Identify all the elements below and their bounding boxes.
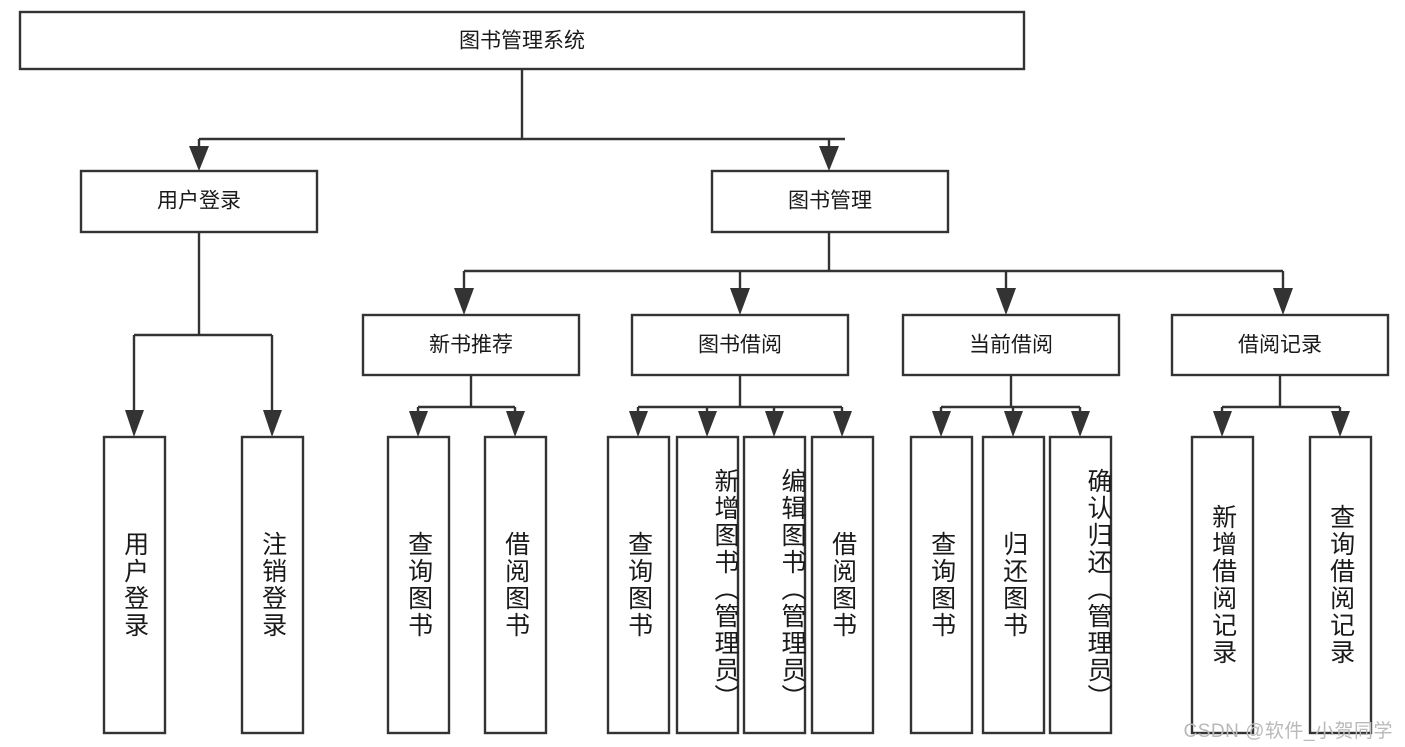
node-leaf-add-book-admin-box[interactable] [675, 435, 740, 735]
node-leaf-return-book-box[interactable] [981, 435, 1046, 735]
arrow-head-leaf-confirm-return-admin [1071, 411, 1090, 437]
connectors-root-to-level2 [189, 69, 845, 171]
node-current-borrow[interactable]: 当前借阅 [901, 313, 1121, 377]
node-new-book-recommend-label: 新书推荐 [429, 334, 513, 357]
arrow-head-leaf-borrow-book-rec [506, 411, 525, 437]
node-leaf-query-book-rec-box[interactable] [386, 435, 451, 735]
arrow-head-leaf-query-book-rec [409, 411, 428, 437]
node-borrow-record[interactable]: 借阅记录 [1170, 313, 1390, 377]
arrow-head-leaf-add-book-admin [698, 411, 717, 437]
node-leaf-add-borrow-record-box[interactable] [1190, 435, 1255, 735]
node-current-borrow-label: 当前借阅 [969, 334, 1053, 357]
connectors-book-manage-to-level3 [454, 232, 1293, 315]
arrow-head-leaf-query-book-borrow [629, 411, 648, 437]
arrow-head-leaf-user-logout [263, 410, 282, 437]
arrow-head-leaf-query-book-current [932, 411, 951, 437]
arrow-head-new-book-recommend [454, 288, 474, 315]
node-user-login-label: 用户登录 [157, 190, 241, 213]
node-user-login-box[interactable] [79, 169, 319, 234]
arrow-head-leaf-edit-book-admin [765, 411, 784, 437]
arrow-head-leaf-borrow-book [833, 411, 852, 437]
arrow-head-leaf-add-borrow-record [1213, 411, 1232, 437]
node-borrow-record-box[interactable] [1170, 313, 1390, 377]
node-leaf-confirm-return-admin-box[interactable] [1048, 435, 1113, 735]
node-book-borrow-label: 图书借阅 [698, 334, 782, 357]
node-leaf-borrow-book-rec-box[interactable] [483, 435, 548, 735]
arrow-head-leaf-user-login [125, 410, 144, 437]
connectors-borrow-record-to-leaves [1213, 375, 1350, 437]
csdn-watermark: CSDN @软件_小贺同学 [1183, 721, 1393, 742]
connectors-user-login-to-leaves [125, 232, 282, 437]
arrow-head-user-login [189, 146, 209, 171]
node-borrow-record-label: 借阅记录 [1238, 334, 1322, 357]
node-current-borrow-box[interactable] [901, 313, 1121, 377]
node-root-label: 图书管理系统 [459, 30, 585, 53]
node-root[interactable]: 图书管理系统 [18, 10, 1026, 71]
node-book-manage-label: 图书管理 [788, 190, 872, 213]
node-user-login[interactable]: 用户登录 [79, 169, 319, 234]
node-leaf-user-logout-box[interactable] [240, 435, 305, 735]
node-leaf-query-book-borrow-box[interactable] [606, 435, 671, 735]
node-leaf-edit-book-admin-box[interactable] [742, 435, 807, 735]
node-leaf-user-login-box[interactable] [102, 435, 167, 735]
arrow-head-leaf-return-book [1004, 411, 1023, 437]
connectors-current-borrow-to-leaves [932, 375, 1090, 437]
node-book-manage-box[interactable] [710, 169, 950, 234]
node-leaf-query-book-current-box[interactable] [909, 435, 974, 735]
arrow-head-book-borrow [730, 288, 750, 315]
node-leaf-query-borrow-record-box[interactable] [1308, 435, 1373, 735]
arrow-head-borrow-record [1273, 288, 1293, 315]
arrow-head-book-manage [819, 146, 839, 171]
node-book-borrow[interactable]: 图书借阅 [630, 313, 850, 377]
node-root-box[interactable] [18, 10, 1026, 71]
node-book-borrow-box[interactable] [630, 313, 850, 377]
node-leaf-borrow-book-box[interactable] [810, 435, 875, 735]
node-new-book-recommend-box[interactable] [361, 313, 581, 377]
node-book-manage[interactable]: 图书管理 [710, 169, 950, 234]
node-new-book-recommend[interactable]: 新书推荐 [361, 313, 581, 377]
arrow-head-leaf-query-borrow-record [1331, 411, 1350, 437]
arrow-head-current-borrow [996, 288, 1016, 315]
connectors-new-book-recommend-to-leaves [409, 375, 525, 437]
connectors-book-borrow-to-leaves [629, 375, 852, 437]
